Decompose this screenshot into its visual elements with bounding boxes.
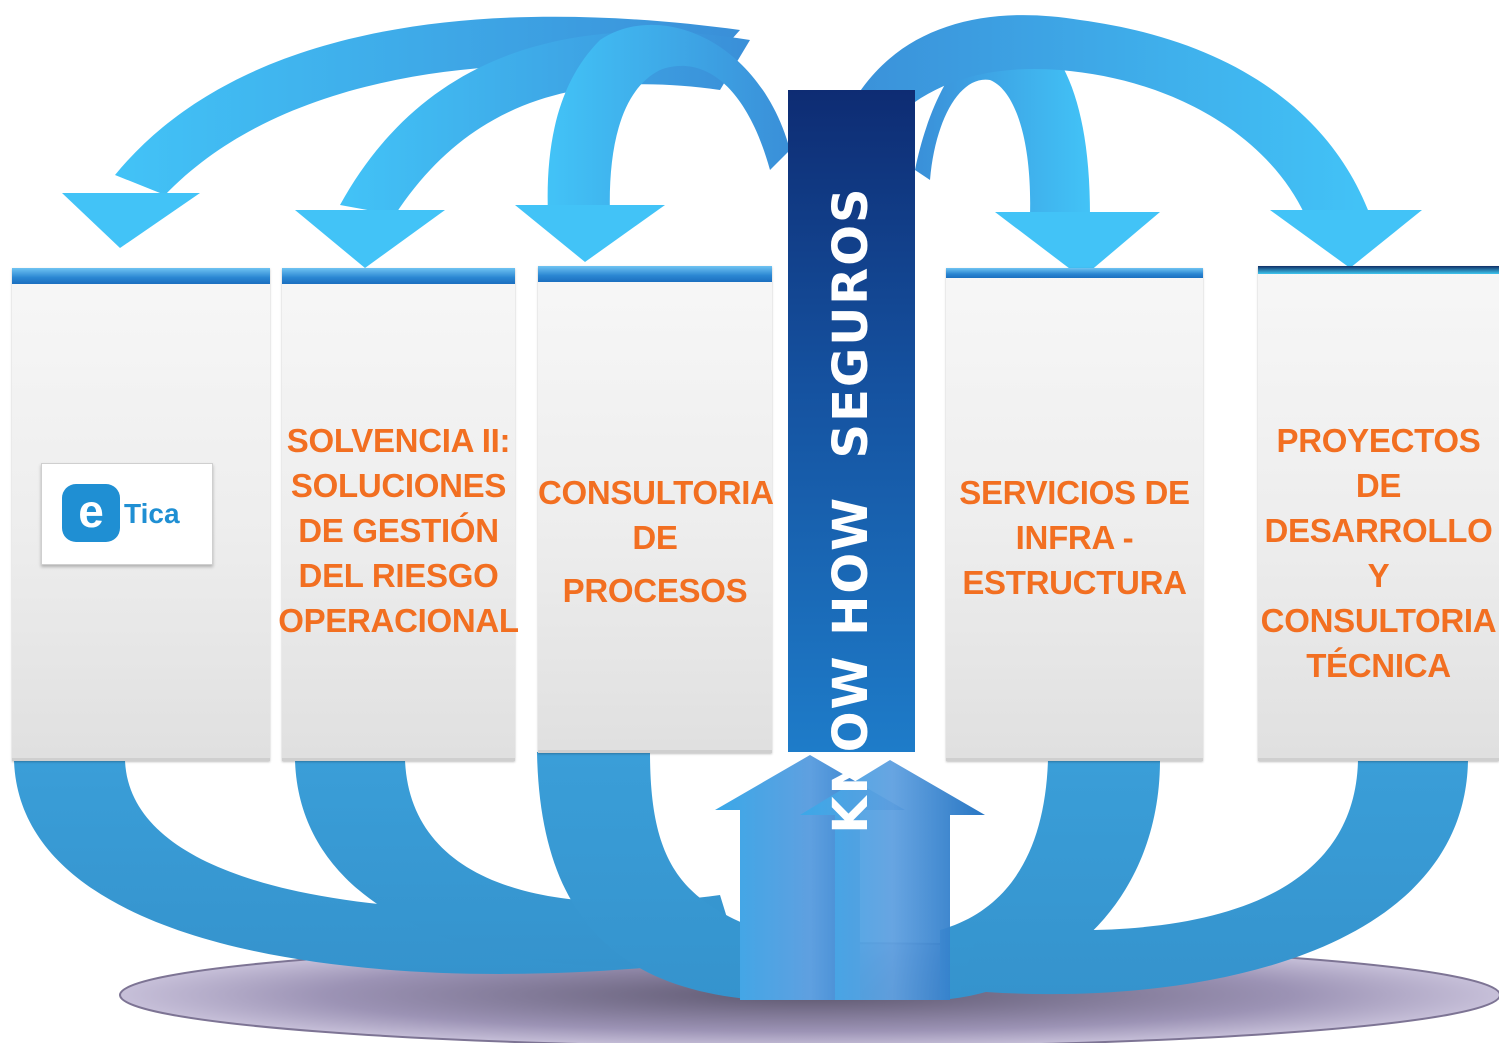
card-line: DE GESTIÓN — [298, 512, 499, 549]
center-up-arrow-right — [800, 760, 985, 1000]
card-proyectos-text: PROYECTOS DE DESARROLLO Y CONSULTORIA TÉ… — [1246, 418, 1499, 688]
bottom-arc-arrow-5 — [960, 760, 1468, 995]
card-line: ESTRUCTURA — [962, 564, 1187, 601]
card-line: DEL RIESGO — [298, 557, 499, 594]
know-how-pillar: KNOW HOW SEGUROS — [788, 90, 915, 834]
card-line: SOLVENCIA II: — [286, 422, 511, 459]
card-line: OPERACIONAL — [278, 602, 519, 639]
card-line: PROCESOS — [562, 572, 748, 609]
card-consultoria-text: CONSULTORIA DE PROCESOS — [538, 470, 774, 613]
etica-logo: e Tica — [41, 463, 213, 565]
etica-logo-word: Tica — [124, 498, 180, 529]
top-arc-arrow-3 — [515, 24, 790, 262]
card-line: PROYECTOS — [1276, 422, 1481, 459]
card-line: SOLUCIONES — [290, 467, 507, 504]
card-servicios-text: SERVICIOS DE INFRA - ESTRUCTURA — [946, 470, 1203, 605]
card-header-bar — [1258, 266, 1499, 274]
card-proyectos: PROYECTOS DE DESARROLLO Y CONSULTORIA TÉ… — [1258, 266, 1499, 761]
card-line: CONSULTORIA — [1260, 602, 1497, 639]
pillar-label: KNOW HOW SEGUROS — [823, 186, 879, 834]
card-line: DESARROLLO — [1264, 512, 1493, 549]
card-line: CONSULTORIA — [538, 474, 774, 511]
card-line: TÉCNICA — [1306, 647, 1451, 684]
card-line: SERVICIOS DE — [959, 474, 1190, 511]
top-arc-arrow-5 — [830, 15, 1422, 268]
etica-logo-mark: e — [62, 484, 120, 542]
card-line: INFRA - — [1015, 519, 1134, 556]
card-line: DE — [1355, 467, 1402, 504]
card-line: Y — [1367, 557, 1390, 594]
card-solvencia: SOLVENCIA II: SOLUCIONES DE GESTIÓN DEL … — [278, 268, 519, 761]
bottom-arc-arrow-3 — [537, 752, 760, 1000]
card-header-bar — [946, 268, 1203, 278]
card-header-bar — [282, 268, 515, 284]
card-header-bar — [12, 268, 270, 284]
card-line: DE — [632, 519, 678, 556]
card-servicios-infra: SERVICIOS DE INFRA - ESTRUCTURA — [946, 268, 1203, 761]
card-header-bar — [538, 266, 772, 282]
card-etica: e Tica — [12, 268, 270, 761]
card-solvencia-text: SOLVENCIA II: SOLUCIONES DE GESTIÓN DEL … — [272, 418, 525, 643]
card-consultoria-procesos: CONSULTORIA DE PROCESOS — [538, 266, 774, 753]
